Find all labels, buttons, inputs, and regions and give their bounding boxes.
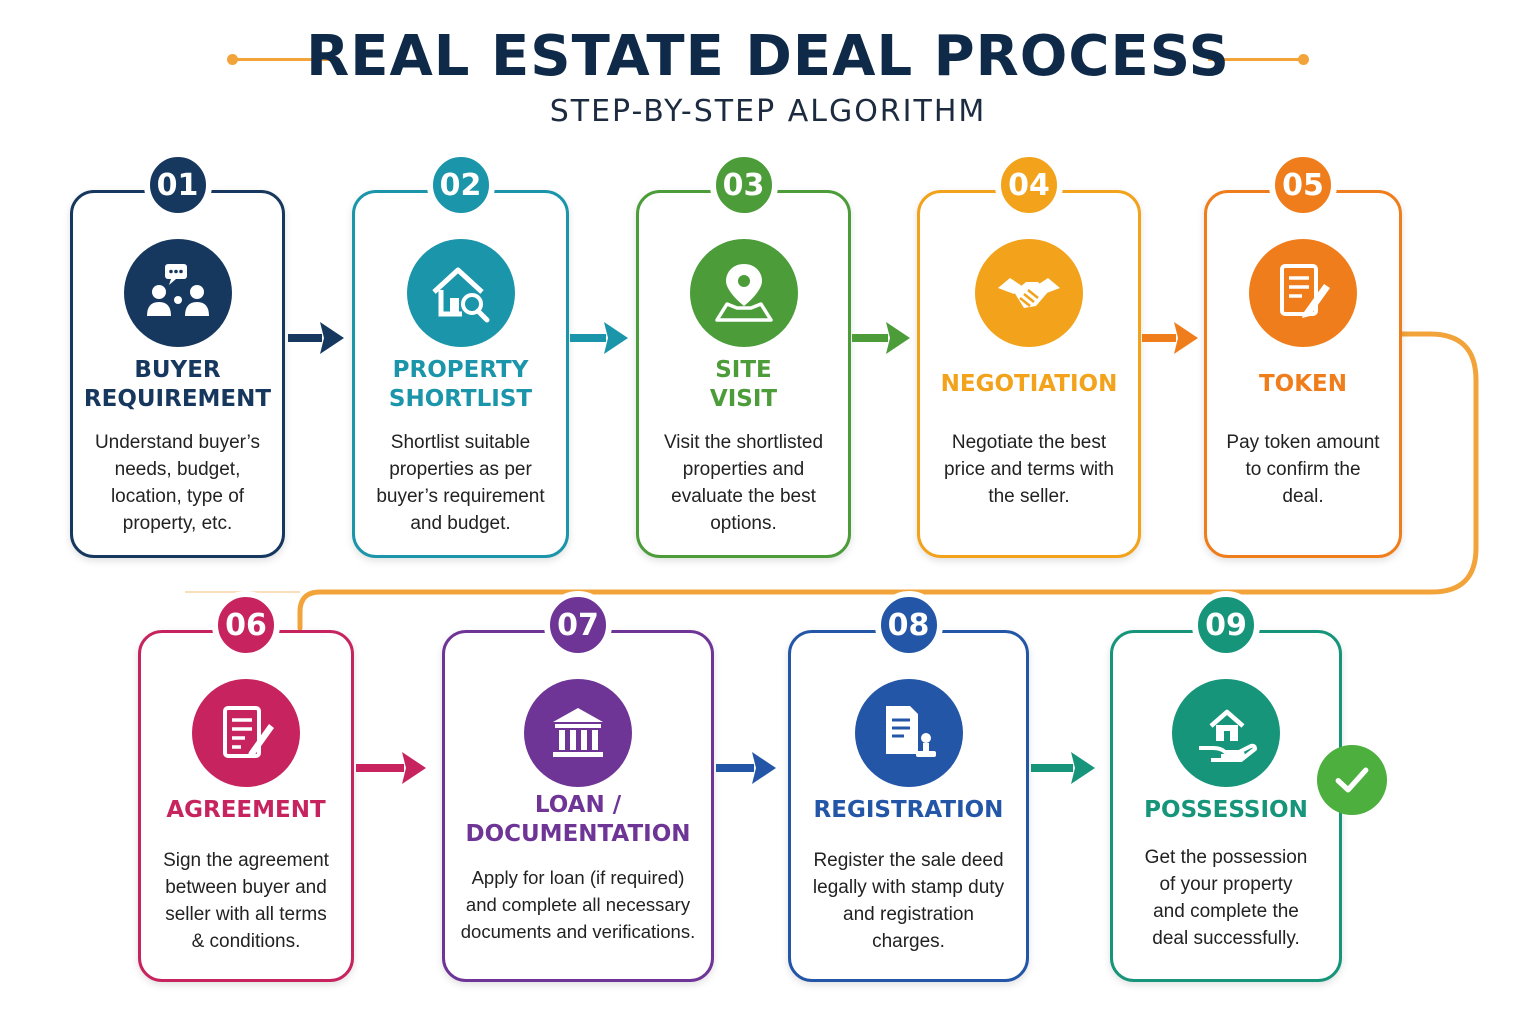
step-number-badge: 02 — [426, 151, 495, 219]
step-number-badge: 08 — [874, 591, 943, 659]
step-title: TOKEN — [1258, 371, 1348, 397]
step-description: Apply for loan (if required) and complet… — [460, 867, 696, 942]
arrow-03-04 — [852, 322, 910, 354]
step-card-possession: 09 POSSESSION Get the possession of your… — [1110, 591, 1342, 982]
step-title: NEGOTIATION — [940, 371, 1118, 397]
title-right-line — [1208, 58, 1304, 61]
house-search-icon — [406, 239, 515, 347]
step-title: BUYER REQUIREMENT — [83, 357, 272, 412]
title-left-dot — [227, 54, 238, 65]
title-left-line — [236, 58, 340, 61]
document-pen-icon — [1249, 239, 1357, 347]
arrow-07-08 — [716, 752, 776, 784]
step-number-badge: 04 — [995, 151, 1063, 219]
arrow-06-07 — [356, 752, 426, 784]
step-description: Sign the agreement between buyer and sel… — [163, 850, 329, 952]
title-right-dot — [1298, 54, 1309, 65]
document-stamp-icon — [854, 679, 963, 787]
step-card-negotiation: 04 NEGOTIATION Negotiate the best price … — [917, 151, 1141, 558]
step-card-site-visit: 03 SITE VISIT Visit the shortlisted prop… — [636, 151, 851, 558]
step-number-badge: 07 — [544, 591, 612, 659]
contract-pen-icon — [192, 679, 300, 787]
step-description: Understand buyer’s needs, budget, locati… — [94, 432, 261, 534]
step-title: POSSESSION — [1144, 797, 1308, 823]
step-description: Negotiate the best price and terms with … — [943, 432, 1114, 507]
page-title: REAL ESTATE DEAL PROCESS — [306, 24, 1230, 89]
step-number-badge: 05 — [1269, 151, 1337, 219]
step-card-buyer-requirement: 01 BUYER REQUIREMENT Understand buyer’s … — [70, 151, 285, 558]
arrow-08-09 — [1031, 752, 1095, 784]
page-subtitle: STEP-BY-STEP ALGORITHM — [549, 94, 987, 129]
step-number-badge: 06 — [212, 591, 280, 659]
step-description: Get the possession of your property and … — [1144, 847, 1308, 949]
step-description: Register the sale deed legally with stam… — [812, 850, 1005, 952]
handshake-icon — [975, 239, 1083, 347]
house-hand-icon — [1172, 679, 1280, 787]
bank-icon — [524, 679, 632, 787]
step-title: SITE VISIT — [709, 357, 778, 412]
step-description: Visit the shortlisted properties and eva… — [663, 432, 824, 534]
step-card-token: 05 TOKEN Pay token amount to confirm the… — [1204, 151, 1402, 558]
step-title: PROPERTY SHORTLIST — [388, 357, 533, 412]
step-title: AGREEMENT — [166, 797, 326, 823]
step-card-agreement: 06 AGREEMENT Sign the agreement between … — [138, 591, 354, 982]
step-card-property-shortlist: 02 PROPERTY SHORTLIST Shortlist suitable… — [352, 151, 569, 558]
step-title: LOAN / DOCUMENTATION — [465, 792, 691, 847]
arrow-04-05 — [1142, 322, 1198, 354]
arrow-01-02 — [288, 322, 344, 354]
map-pin-icon — [689, 239, 798, 347]
step-card-registration: 08 REGISTRATION Register the sale deed l… — [788, 591, 1029, 982]
step-description: Pay token amount to confirm the deal. — [1226, 432, 1380, 507]
checkmark-icon — [1317, 745, 1387, 815]
step-description: Shortlist suitable properties as per buy… — [376, 432, 545, 534]
step-card-loan-documentation: 07 LOAN / DOCUMENTATION Apply for loan (… — [442, 591, 714, 982]
step-title: REGISTRATION — [813, 797, 1004, 823]
step-number-badge: 01 — [143, 151, 212, 219]
step-number-badge: 03 — [709, 151, 778, 219]
people-chat-icon — [123, 239, 232, 347]
arrow-02-03 — [570, 322, 628, 354]
step-number-badge: 09 — [1192, 591, 1260, 659]
